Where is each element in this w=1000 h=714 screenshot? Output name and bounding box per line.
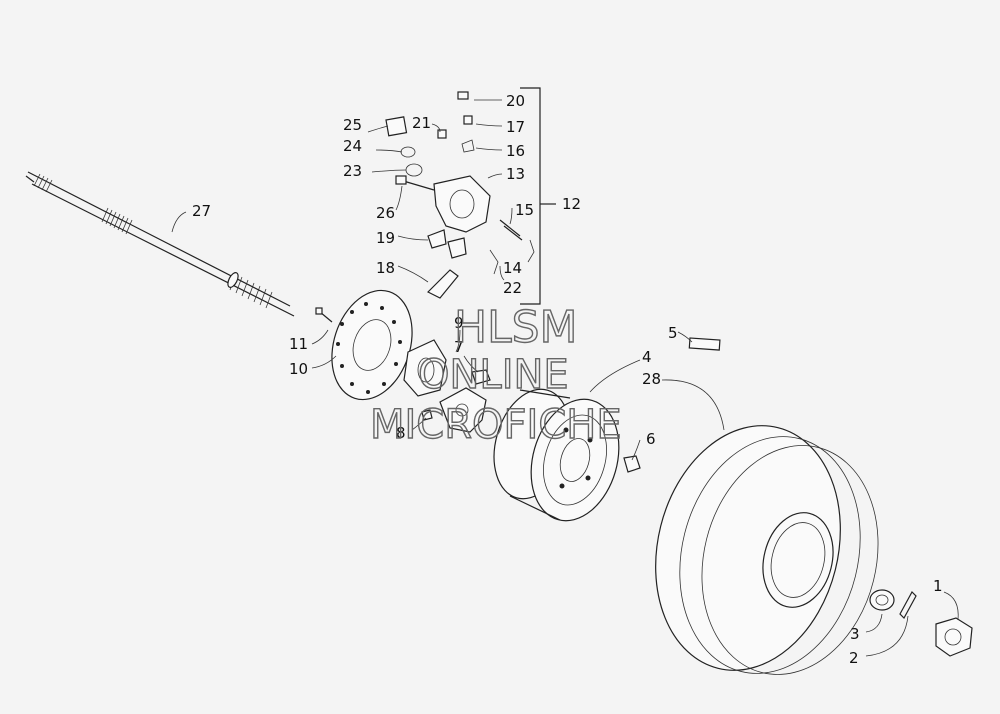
- group-bracket: [520, 87, 556, 305]
- callout-15: 15: [515, 201, 534, 219]
- brake-disc: [331, 289, 413, 401]
- callout-3: 3: [850, 625, 860, 643]
- callout-6: 6: [646, 430, 656, 448]
- callout-8: 8: [396, 424, 406, 442]
- tire: [655, 425, 879, 675]
- callout-17: 17: [506, 118, 525, 136]
- callout-14: 14: [503, 259, 522, 277]
- callout-1: 1: [933, 577, 943, 595]
- valve-stem: [688, 337, 721, 351]
- callout-20: 20: [506, 92, 525, 110]
- callout-22: 22: [503, 279, 522, 297]
- callout-12: 12: [562, 195, 581, 213]
- callout-19: 19: [376, 229, 395, 247]
- hub-carrier: [439, 369, 491, 433]
- wheel-rim: [493, 388, 620, 522]
- disc-bolt: [315, 307, 333, 323]
- callout-10: 10: [289, 360, 308, 378]
- cotter-pin: [899, 591, 917, 619]
- watermark: HLSM ONLINE MICROFICHE: [369, 301, 622, 448]
- callout-7: 7: [454, 338, 464, 356]
- caliper-group: [385, 91, 535, 299]
- callout-13: 13: [506, 165, 525, 183]
- callout-23: 23: [343, 162, 362, 180]
- lug-nut: [623, 455, 641, 473]
- callout-16: 16: [506, 142, 525, 160]
- watermark-line-3: MICROFICHE: [370, 402, 622, 448]
- callout-4: 4: [642, 348, 652, 366]
- callout-11: 11: [289, 335, 308, 353]
- axle-shaft: [25, 171, 295, 317]
- leader-lines: [171, 99, 959, 657]
- hub-cap: [935, 617, 973, 657]
- callout-25: 25: [343, 116, 362, 134]
- hub-nut: [421, 409, 433, 421]
- callout-28: 28: [642, 370, 661, 388]
- callout-21: 21: [412, 114, 431, 132]
- callout-27: 27: [192, 202, 211, 220]
- watermark-line-2: ONLINE: [418, 352, 569, 398]
- callout-18: 18: [376, 259, 395, 277]
- callout-9: 9: [454, 314, 464, 332]
- watermark-line-1: HLSM: [454, 302, 578, 353]
- callout-26: 26: [376, 204, 395, 222]
- callout-5: 5: [668, 324, 678, 342]
- callout-24: 24: [343, 137, 362, 155]
- castle-nut: [869, 589, 895, 611]
- wheel-hub: [403, 339, 447, 397]
- callout-labels: 1 2 3 4 5 6 7 8 9 10 11 12 13 14 15 16 1…: [192, 92, 943, 667]
- callout-2: 2: [849, 649, 859, 667]
